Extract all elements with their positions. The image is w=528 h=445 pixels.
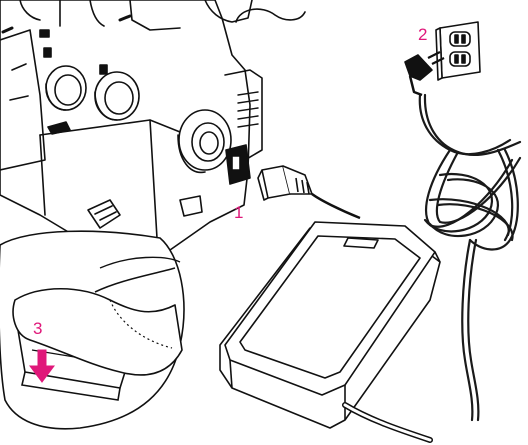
sewing-machine-body	[0, 0, 305, 258]
callout-step-1: 1	[234, 203, 243, 222]
wall-outlet	[436, 22, 480, 80]
inset-foot-press	[0, 231, 184, 429]
machine-plug-connector	[258, 166, 360, 218]
callout-step-2: 2	[418, 25, 427, 44]
foot-control-pedal	[220, 222, 440, 440]
callout-step-3: 3	[33, 319, 42, 338]
